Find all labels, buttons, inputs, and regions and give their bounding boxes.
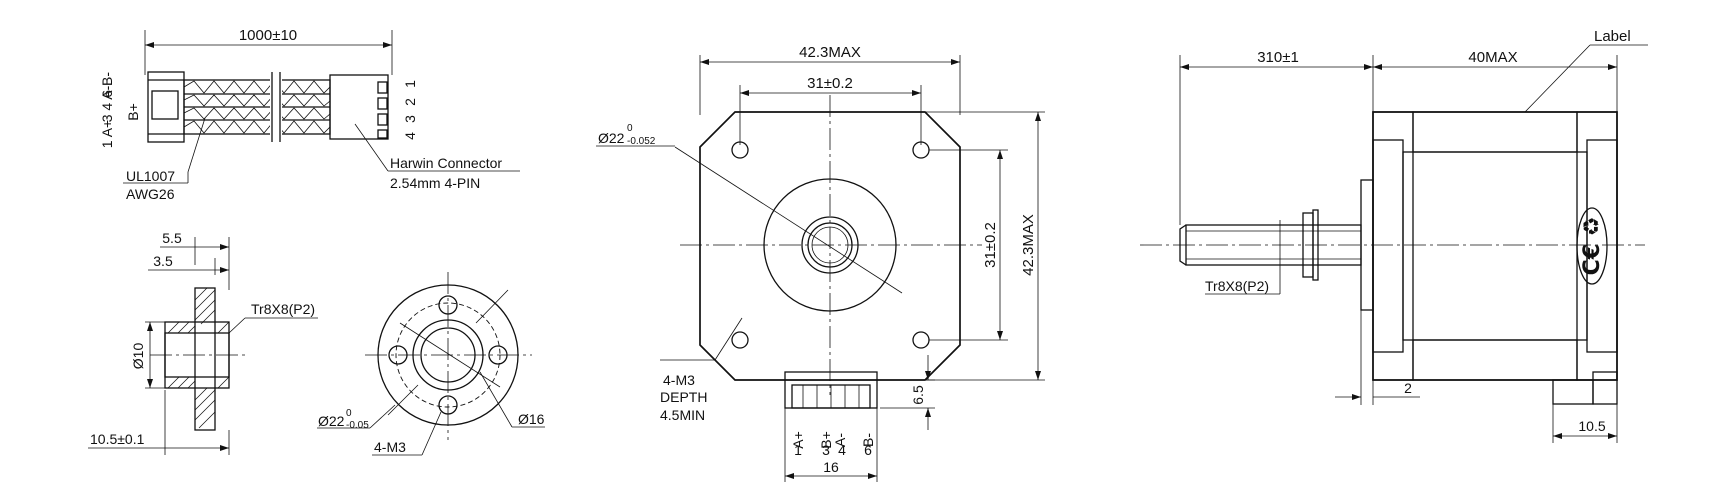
connector-spec-line2: 2.54mm 4-PIN	[390, 175, 480, 191]
pin-signal-b-plus: B+	[818, 431, 834, 449]
motor-hole-spacing-v: 31±0.2	[982, 222, 999, 268]
wire-bundle	[183, 70, 331, 146]
wire-spec-line1: UL1007	[126, 168, 175, 184]
nut-length: 10.5±0.1	[90, 431, 145, 447]
motor-mount-holes-3: 4.5MIN	[660, 407, 705, 423]
motor-height-max: 42.3MAX	[1020, 214, 1037, 276]
side-thread-spec: Tr8X8(P2)	[1205, 278, 1269, 294]
connector-pin-4: 4	[402, 132, 418, 140]
motor-hole-spacing-h: 31±0.2	[807, 75, 853, 92]
nut-front-view: Ø22 0 -0.05 Ø16 4-M3	[317, 272, 545, 456]
motor-connector-offset: 6.5	[910, 385, 926, 405]
motor-boss-dia-base: Ø22	[598, 130, 625, 146]
pin-number-4: 4	[838, 442, 846, 458]
label-callout: Label	[1594, 28, 1631, 45]
motor-front-view: 42.3MAX 31±0.2 Ø22 0 -0.052 31±0.2 42.3M…	[596, 44, 1045, 482]
nut-flange-tol-upper: 0	[346, 408, 352, 419]
motor-mount-holes-2: DEPTH	[660, 389, 707, 405]
connector-pin-1: 1	[402, 80, 418, 88]
shaft-length-dim: 310±1	[1257, 49, 1299, 66]
wire-harness-view: 1000±10 6 B- 3 4 A-	[99, 27, 520, 202]
connector-pin-2: 2	[402, 98, 418, 106]
body-length-dim: 40MAX	[1468, 49, 1517, 66]
cable-length-dim: 1000±10	[239, 27, 297, 44]
wire-spec-line2: AWG26	[126, 186, 175, 202]
pin-signal-a-minus: A-	[832, 433, 848, 447]
pin-number-3: 3	[822, 442, 830, 458]
pin-number-1: 1	[794, 442, 802, 458]
boss-height-dim: 2	[1404, 380, 1412, 396]
pin-label-3-4-a-minus: 3 4 A-	[99, 85, 115, 122]
nut-dim-3-5: 3.5	[153, 253, 173, 269]
connector-pin-3: 3	[402, 115, 418, 123]
nut-side-view: 5.5 3.5 Tr8X8(P2) Ø10	[88, 230, 318, 455]
nut-flange-tol-lower: -0.05	[346, 420, 369, 431]
motor-side-view: 310±1 40MAX Label C€ ♻ Tr8X8(P2)	[1140, 28, 1648, 443]
motor-connector-width: 16	[823, 459, 839, 475]
nut-thread-spec: Tr8X8(P2)	[251, 301, 315, 317]
nut-bolt-circle: Ø16	[518, 411, 545, 427]
pin-label-b-plus: B+	[125, 103, 141, 121]
pin-label-1-a-plus: 1 A+	[99, 120, 115, 148]
nut-mount-holes: 4-M3	[374, 439, 406, 455]
pin-number-6: 6	[864, 442, 872, 458]
nut-diameter: Ø10	[130, 343, 146, 370]
nut-dim-5-5: 5.5	[162, 230, 182, 246]
motor-connector-pin-labels: A+ 1 B+ 3 A- 4 B- 6	[790, 431, 876, 458]
motor-mount-holes-1: 4-M3	[663, 372, 695, 388]
motor-boss-tol-upper: 0	[627, 123, 633, 134]
nut-flange-dia-base: Ø22	[318, 413, 345, 429]
pin-label-6-b-minus: 6 B-	[99, 72, 115, 98]
side-connector-depth: 10.5	[1578, 418, 1605, 434]
connector-spec-line1: Harwin Connector	[390, 155, 502, 171]
ce-mark-icon: C€ ♻	[1580, 217, 1605, 276]
motor-width-max: 42.3MAX	[799, 44, 861, 61]
motor-boss-tol-lower: -0.052	[627, 136, 656, 147]
pin-signal-a-plus: A+	[790, 431, 806, 449]
connector-pin-numbers: 1 2 3 4	[402, 80, 418, 140]
pin-signal-b-minus: B-	[860, 433, 876, 447]
